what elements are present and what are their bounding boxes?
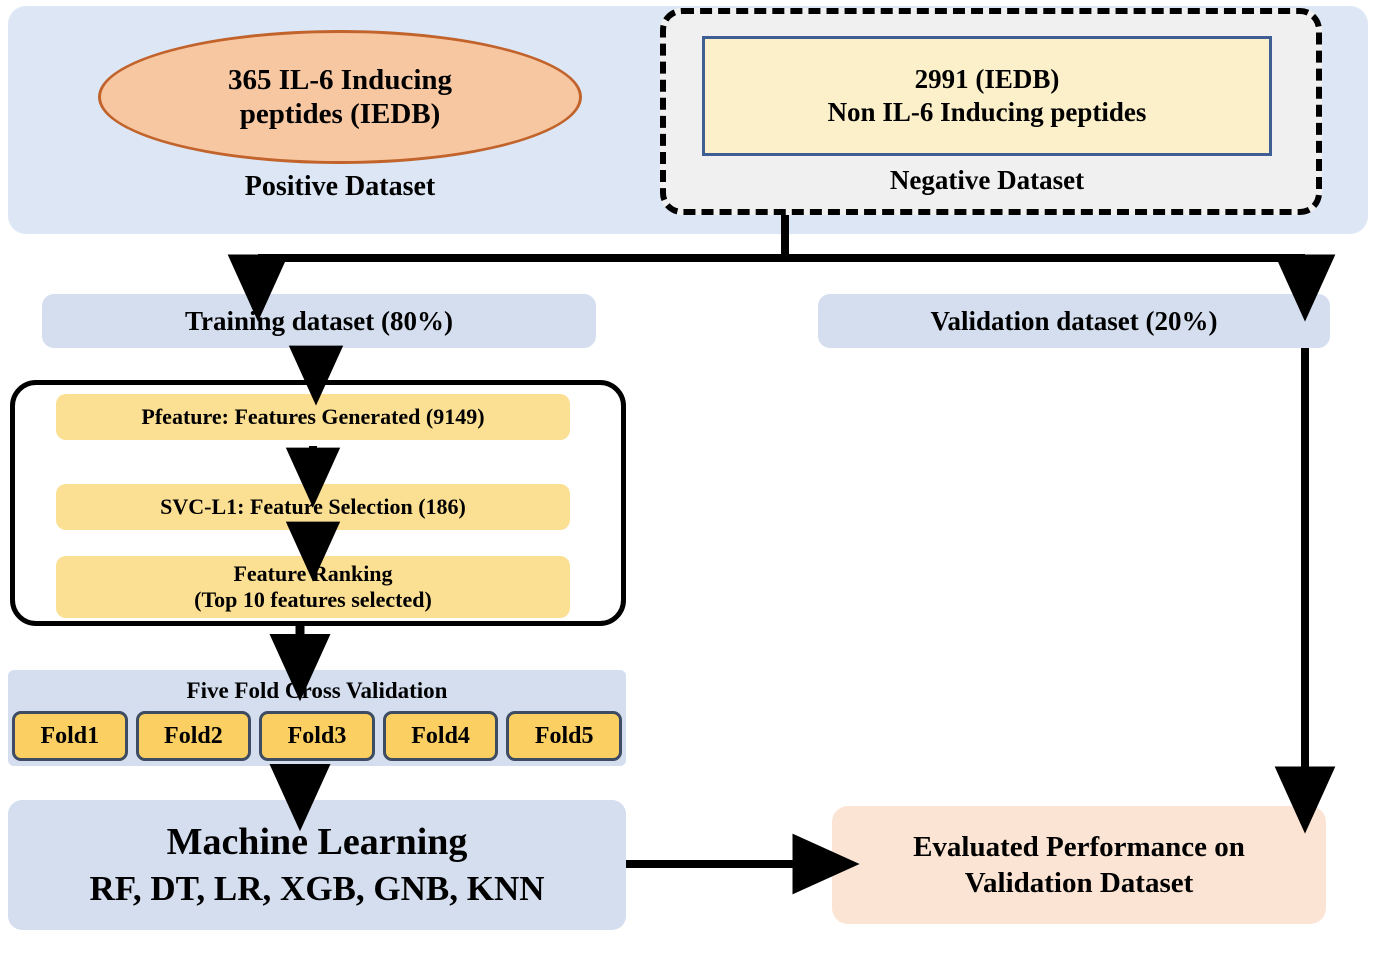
fold-row: Fold1 Fold2 Fold3 Fold4 Fold5 — [12, 711, 622, 761]
positive-ellipse-line2: peptides (IEDB) — [239, 98, 441, 130]
feature-ranking-line1: Feature Ranking — [233, 560, 393, 586]
cross-validation-title: Five Fold Cross Validation — [186, 678, 448, 703]
negative-inner-line1: 2991 (IEDB) — [914, 64, 1060, 95]
machine-learning-box: Machine Learning RF, DT, LR, XGB, GNB, K… — [8, 800, 626, 930]
evaluation-box: Evaluated Performance on Validation Data… — [832, 806, 1326, 924]
machine-learning-models: RF, DT, LR, XGB, GNB, KNN — [89, 868, 545, 908]
training-dataset-box: Training dataset (80%) — [42, 294, 596, 348]
negative-dataset-inner-box: 2991 (IEDB) Non IL-6 Inducing peptides — [702, 36, 1272, 156]
positive-ellipse-line1: 365 IL-6 Inducing — [227, 63, 452, 96]
evaluation-line2: Validation Dataset — [964, 867, 1194, 899]
negative-inner-line2: Non IL-6 Inducing peptides — [827, 97, 1147, 127]
feature-selection-box: SVC-L1: Feature Selection (186) — [56, 484, 570, 530]
feature-ranking-box: Feature Ranking (Top 10 features selecte… — [56, 556, 570, 618]
feature-generation-box: Pfeature: Features Generated (9149) — [56, 394, 570, 440]
fold-item-3: Fold3 — [259, 711, 375, 761]
evaluation-line1: Evaluated Performance on — [913, 830, 1245, 863]
feature-ranking-line2: (Top 10 features selected) — [194, 587, 432, 612]
positive-dataset-ellipse: 365 IL-6 Inducing peptides (IEDB) — [98, 30, 582, 164]
positive-dataset-label: Positive Dataset — [244, 171, 436, 202]
fold-item-1: Fold1 — [12, 711, 128, 761]
fold-item-5: Fold5 — [506, 711, 622, 761]
fold-item-4: Fold4 — [382, 711, 499, 761]
validation-dataset-box: Validation dataset (20%) — [818, 294, 1330, 348]
fold-item-2: Fold2 — [135, 711, 252, 761]
negative-dataset-label: Negative Dataset — [889, 164, 1085, 195]
machine-learning-title: Machine Learning — [166, 821, 468, 864]
